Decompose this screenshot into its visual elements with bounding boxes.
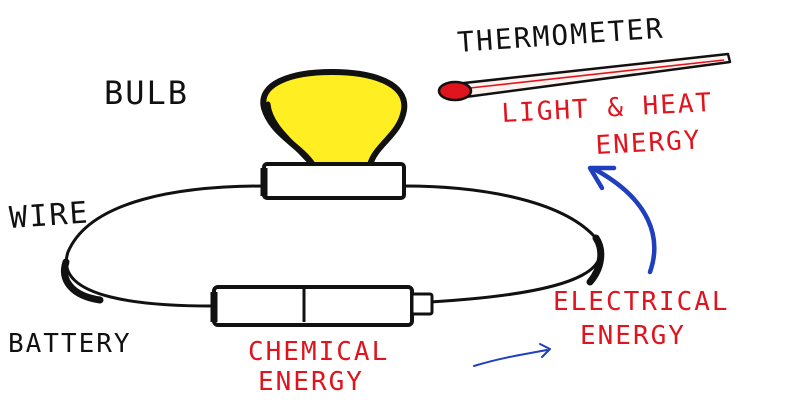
battery-terminal (410, 292, 434, 316)
arrow-chemical-to-electrical (473, 349, 548, 367)
wire (61, 184, 605, 308)
chemical-energy-label-line2: ENERGY (258, 367, 364, 397)
arrow-electrical-to-light-heat (593, 167, 657, 275)
battery-label: BATTERY (8, 329, 132, 359)
wire-label: WIRE (8, 195, 90, 236)
light-bulb (260, 69, 408, 200)
thermometer-label: THERMOMETER (456, 12, 665, 59)
thermometer (437, 52, 732, 102)
bulb-base (262, 162, 406, 200)
energy-arrows (473, 165, 657, 367)
battery (210, 285, 434, 327)
battery-body (212, 285, 414, 327)
bulb-label: BULB (104, 74, 189, 112)
light-heat-energy-label-line2: ENERGY (595, 125, 702, 161)
thermometer-bulb (437, 80, 473, 102)
electrical-energy-label-line2: ENERGY (580, 321, 686, 351)
light-heat-energy-label-line1: LIGHT & HEAT (501, 88, 714, 129)
chemical-energy-label-line1: CHEMICAL (248, 337, 389, 367)
bulb-glass (260, 69, 408, 168)
electrical-energy-label-line1: ELECTRICAL (553, 287, 730, 317)
